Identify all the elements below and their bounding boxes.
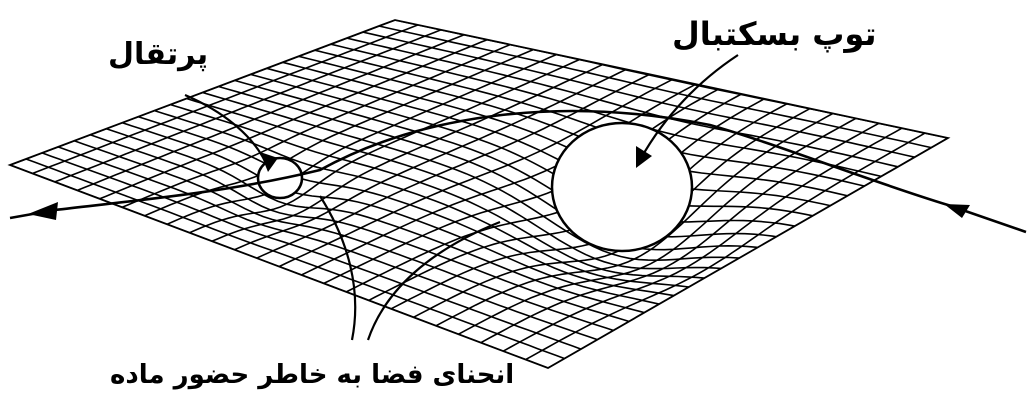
light-arrowhead-right xyxy=(944,204,970,218)
grid-line xyxy=(235,80,782,237)
basketball-shape xyxy=(552,123,692,251)
space-curvature-label: انحنای فضا به خاطر حضور ماده xyxy=(110,362,514,388)
grid-line xyxy=(267,68,815,216)
orange-label: پرتقال xyxy=(108,40,208,70)
basketball-label: توپ بسکتبال xyxy=(672,18,876,50)
fabric-grid xyxy=(10,20,948,368)
light-arrowhead-left xyxy=(28,202,58,220)
